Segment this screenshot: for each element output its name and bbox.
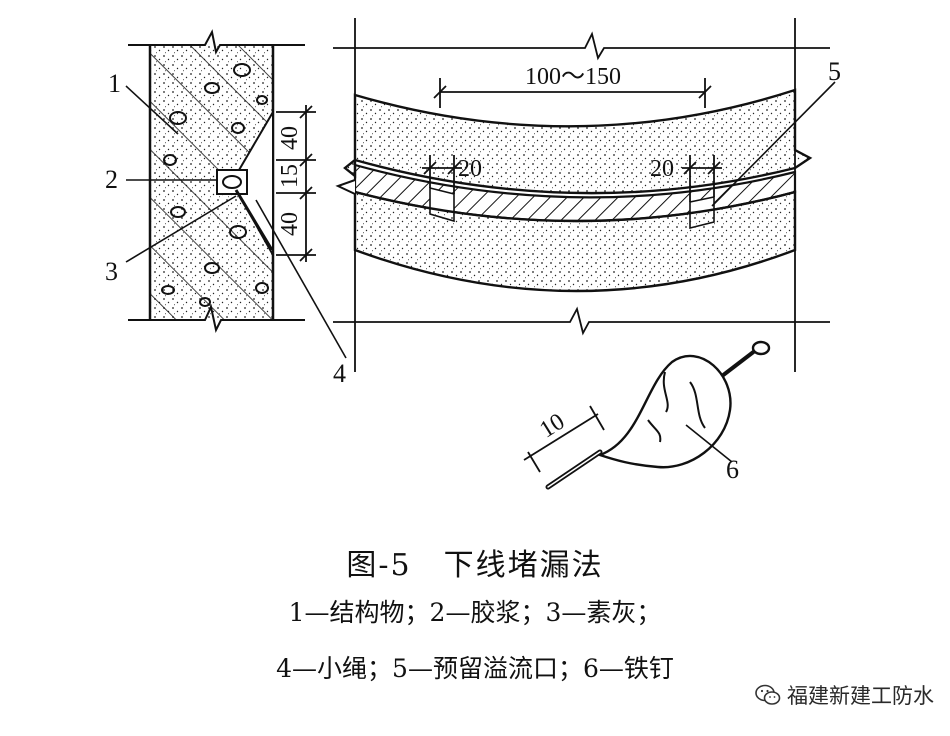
nail-dimension-line: [523, 405, 605, 473]
span-dimension-line: [433, 78, 712, 108]
wall-dimension-line: [276, 105, 316, 262]
label-6: 6: [726, 455, 739, 484]
wall-section: [128, 29, 305, 333]
left20-dimension-line: [422, 155, 462, 194]
label-4: 4: [333, 359, 346, 388]
leader-5: [711, 81, 836, 207]
legend-line-2: 4—小绳；5—预留溢流口；6—铁钉: [276, 654, 674, 683]
figure-title: 图-5 下线堵漏法: [346, 548, 604, 583]
dim-40-top: 40: [277, 126, 303, 150]
dim-15: 15: [277, 164, 303, 188]
label-1: 1: [108, 69, 121, 98]
wechat-icon: [755, 684, 781, 705]
dim-100-150: 100～150: [525, 64, 621, 90]
label-2: 2: [105, 165, 118, 194]
right20-dimension-line: [682, 155, 722, 202]
label-5: 5: [828, 57, 841, 86]
dim-20-right: 20: [650, 156, 674, 182]
watermark-text: 福建新建工防水: [787, 684, 934, 708]
left-leaders: [125, 85, 347, 359]
dim-40-bottom: 40: [277, 212, 303, 236]
legend-line-1: 1—结构物；2—胶浆；3—素灰；: [288, 598, 662, 627]
dim-10: 10: [535, 409, 569, 444]
leader-6: [685, 424, 733, 463]
watermark: 福建新建工防水: [755, 680, 934, 710]
dim-20-left: 20: [458, 156, 482, 182]
label-3: 3: [105, 257, 118, 286]
nail-detail: [545, 340, 771, 490]
